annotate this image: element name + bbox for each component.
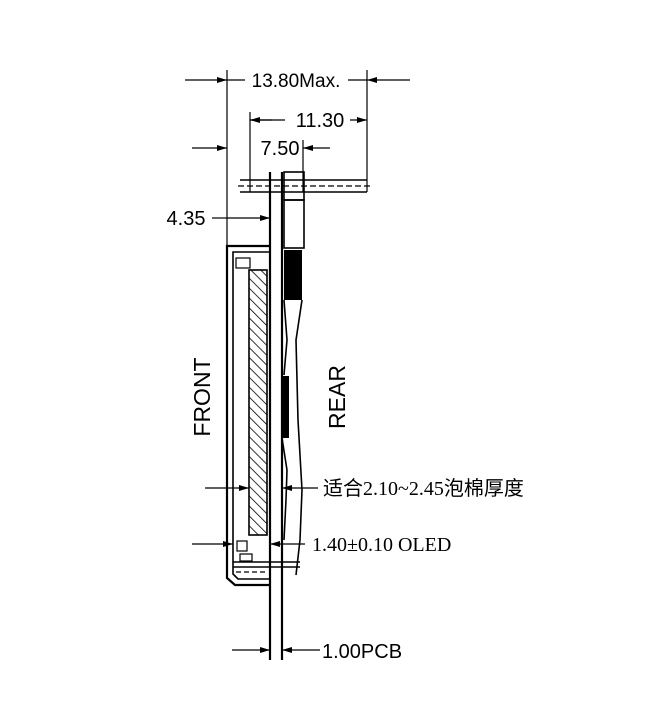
dimension-11-30: 11.30 [250, 110, 367, 132]
dim-11-30-label: 11.30 [296, 110, 345, 132]
front-label: FRONT [189, 357, 215, 436]
dimension-7-50: 7.50 [192, 138, 330, 160]
top-connector [238, 171, 370, 249]
dim-7-50-label: 7.50 [261, 138, 300, 160]
oled-label: 1.40±0.10 OLED [312, 534, 451, 556]
foam-label: 适合2.10~2.45泡棉厚度 [323, 477, 524, 500]
rear-label: REAR [324, 365, 350, 429]
oled-thickness-annotation: 1.40±0.10 OLED [192, 534, 451, 556]
oled-panel [248, 269, 268, 536]
dim-4-35-label: 4.35 [167, 208, 206, 230]
bottom-bracket [233, 540, 300, 573]
pcb-strip [268, 172, 284, 660]
foam-thickness-annotation: 适合2.10~2.45泡棉厚度 [205, 477, 524, 500]
dimension-4-35: 4.35 [167, 208, 270, 230]
dimension-13-80-max: 13.80Max. [185, 71, 410, 92]
dimension-1-00-pcb: 1.00PCB [232, 641, 402, 663]
module-housing [225, 244, 270, 587]
dim-13-80-label: 13.80Max. [252, 71, 341, 92]
pcb-label: 1.00PCB [322, 641, 402, 663]
rear-components [281, 250, 303, 576]
